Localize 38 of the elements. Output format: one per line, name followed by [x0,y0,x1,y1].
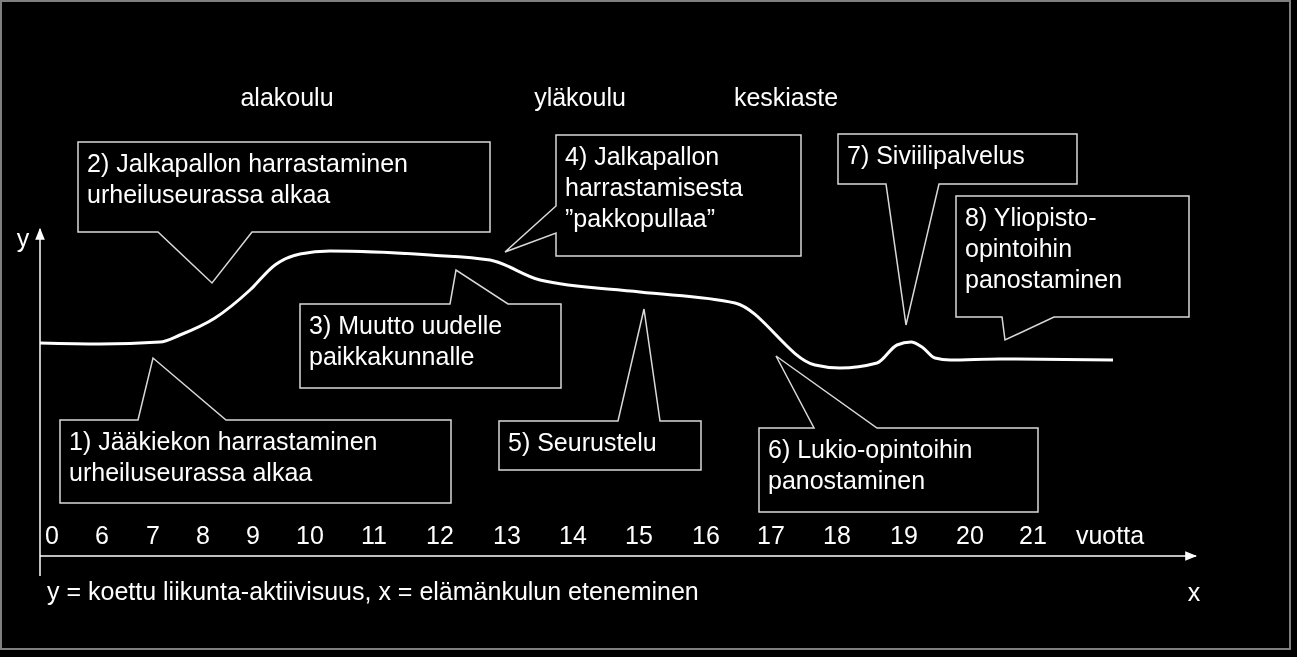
tick-label: 11 [361,520,387,550]
unit-label: vuotta [1075,520,1145,550]
callout-bubble [759,356,1038,512]
tick-label: 0 [45,520,59,550]
tick-label: 17 [757,520,785,550]
callout-text: 1) Jääkiekon harrastaminen urheiluseurassa alkaa [69,426,379,488]
axis-note: y = koettu liikunta-aktiivisuus, x = elämänkulun eteneminen [47,576,699,606]
callout-bubble [78,142,490,283]
tick-label: 10 [296,520,324,550]
tick-label: 6 [95,520,109,550]
callout-text: 3) Muutto uudelle paikkakunnalle [309,310,504,372]
tick-label: 20 [956,520,984,550]
stage-label: alakoulu [240,82,334,112]
tick-label: 8 [196,520,210,550]
callout-text: 8) Yliopisto-opintoihin panostaminen [965,202,1124,295]
callout-text: 2) Jalkapallon harrastaminen urheiluseurassa alkaa [87,148,409,210]
stage-label: keskiaste [733,82,839,112]
tick-label: 12 [426,520,454,550]
callout-bubble [505,135,801,256]
tick-label: 14 [559,520,587,550]
tick-label: 7 [146,520,160,550]
tick-label: 15 [625,520,653,550]
tick-label: 9 [246,520,260,550]
tick-label: 13 [493,520,521,550]
stage-label: yläkoulu [534,82,626,112]
callout-text: 7) Siviilipalvelus [847,140,1026,171]
callout-text: 6) Lukio-opintoihin panostaminen [768,434,974,496]
tick-label: 16 [692,520,720,550]
callout-bubble [956,196,1189,340]
callout-text: 4) Jalkapallon harrastamisesta ”pakkopullaa” [565,141,744,234]
callout-bubble [300,270,561,388]
callout-text: 5) Seurustelu [508,427,658,458]
tick-label: 18 [823,520,851,550]
tick-label: 21 [1019,520,1047,550]
axis-label: x [1187,577,1201,607]
callout-bubble [499,309,701,470]
axis-label: y [16,223,30,253]
tick-label: 19 [890,520,918,550]
